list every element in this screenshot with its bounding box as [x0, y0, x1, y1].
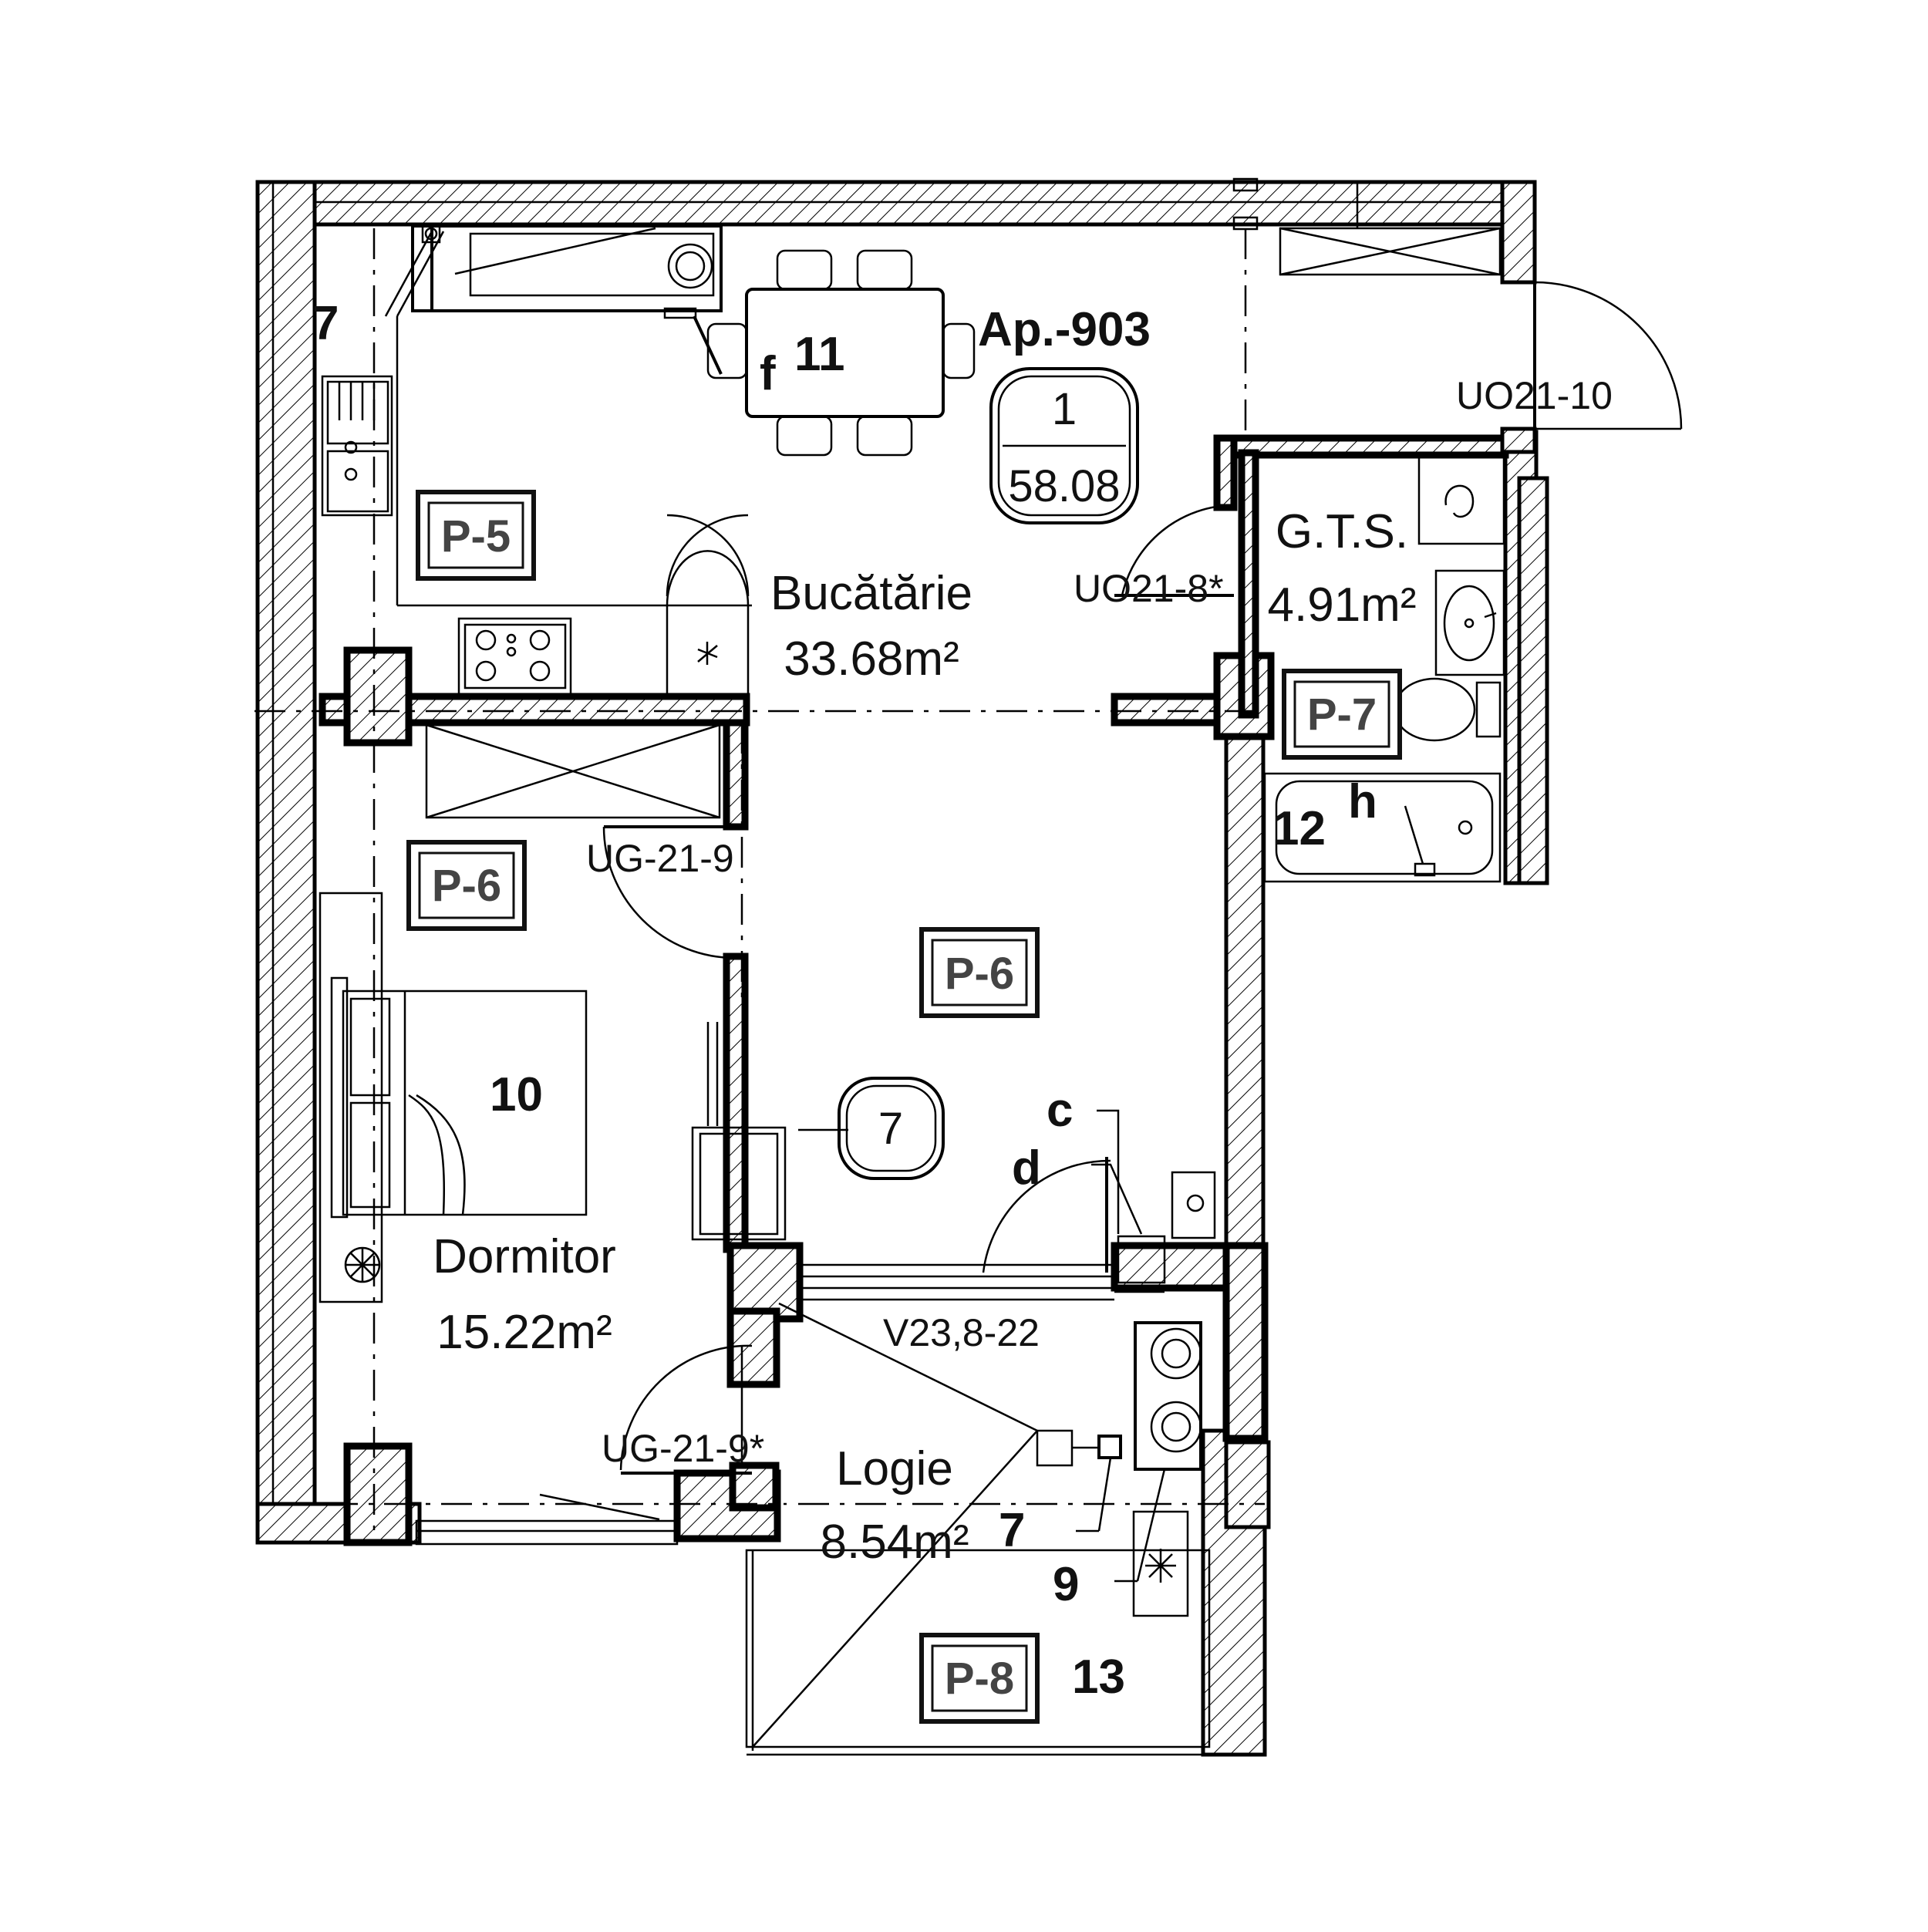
- apartment-room-count: 1: [1052, 384, 1077, 434]
- loggia-area: 8.54m²: [821, 1516, 969, 1569]
- marker-bed-10: 10: [490, 1068, 543, 1121]
- marker-pipe-d: d: [1012, 1141, 1041, 1195]
- door-label-bathroom: UO21-8*: [1074, 567, 1224, 610]
- marker-pipe-c: c: [1047, 1084, 1073, 1137]
- bathroom-name: G.T.S.: [1276, 505, 1408, 558]
- grid-lines: [254, 228, 1265, 1535]
- loggia-name: Logie: [836, 1442, 953, 1495]
- tag-p5: P-5: [441, 511, 511, 561]
- marker-loggia-9: 9: [1053, 1558, 1079, 1611]
- tag-p6-hall: P-6: [945, 949, 1014, 999]
- bathroom-fixtures: [1114, 453, 1505, 883]
- marker-loggia-7: 7: [999, 1504, 1025, 1557]
- marker-wall-7: 7: [312, 297, 339, 350]
- kitchen-area: 33.68m²: [784, 632, 959, 686]
- room-tags: [406, 490, 1402, 1724]
- circle-badges: [838, 367, 1139, 1180]
- apartment-title: Ap.-903: [978, 303, 1151, 356]
- marker-bath-12: 12: [1272, 802, 1326, 855]
- entrance-area: [1232, 177, 1683, 885]
- kitchen-fixtures: [321, 224, 976, 698]
- marker-dining-11: 11: [794, 328, 845, 381]
- door-label-bedroom-loggia: UG-21-9*: [602, 1427, 764, 1470]
- door-label-bedroom: UG-21-9: [586, 837, 734, 880]
- tag-p6-bedroom: P-6: [432, 861, 501, 911]
- bedroom-fixtures: [319, 723, 787, 1546]
- marker-circle-7: 7: [878, 1104, 903, 1154]
- tag-p7: P-7: [1307, 690, 1377, 740]
- apartment-total-area: 58.08: [1008, 461, 1120, 511]
- window-label-loggia: V23,8-22: [883, 1311, 1040, 1354]
- bathroom-area: 4.91m²: [1268, 578, 1417, 632]
- hall-loggia-fixtures: [752, 1109, 1216, 1748]
- kitchen-name: Bucătărie: [770, 567, 972, 620]
- marker-loggia-13: 13: [1072, 1650, 1125, 1704]
- tag-p8: P-8: [945, 1654, 1014, 1704]
- door-label-entrance: UO21-10: [1456, 374, 1613, 417]
- marker-bath-h: h: [1348, 775, 1377, 828]
- bedroom-name: Dormitor: [433, 1230, 616, 1283]
- marker-dining-f: f: [760, 347, 776, 400]
- bedroom-area: 15.22m²: [436, 1306, 612, 1359]
